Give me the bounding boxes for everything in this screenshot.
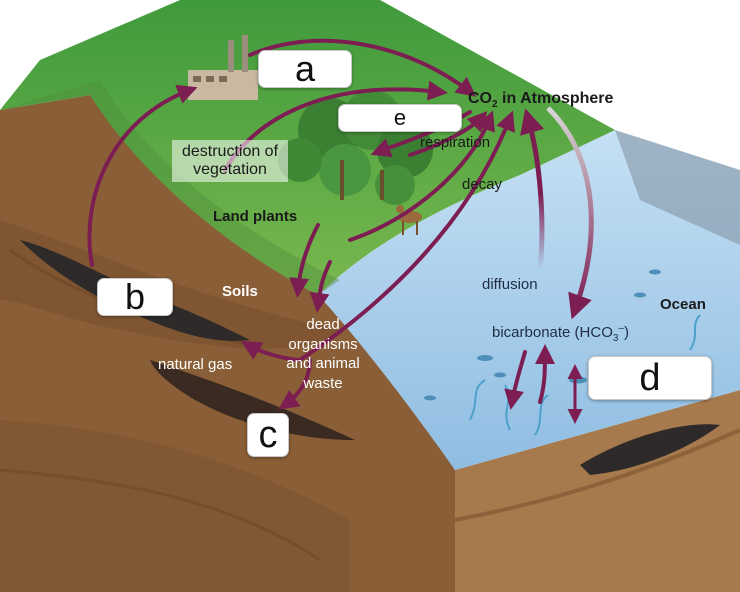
natural-gas-deposit (150, 360, 355, 440)
arrow-factory-to-co2 (248, 38, 477, 97)
ocean-label: Ocean (660, 296, 706, 313)
decay-label: decay (462, 176, 503, 193)
answer-box-e[interactable]: e (338, 104, 462, 132)
soils-label: Soils (222, 283, 258, 300)
arrow-dead-to-coal (241, 340, 300, 362)
arrow-diffusion (520, 108, 545, 271)
co2-atmosphere-label: CO2 in Atmosphere (468, 90, 614, 111)
bicarbonate-label: bicarbonate (HCO3–) (492, 323, 630, 344)
arrow-plants-to-soil (289, 223, 320, 298)
diffusion-label: diffusion (482, 276, 538, 293)
arrow-dead-to-gas (278, 358, 312, 410)
arrow-bicarb-down (504, 350, 527, 410)
destruction-of-vegetation-label: destruction of vegetation (172, 140, 288, 182)
respiration-label: respiration (420, 134, 491, 151)
answer-box-d[interactable]: d (588, 356, 712, 400)
arrow-coal-to-factory (87, 84, 198, 267)
dead-organisms-label: dead organisms and animal waste (286, 316, 360, 392)
answer-box-a[interactable]: a (258, 48, 352, 89)
natural-gas-label: natural gas (158, 356, 233, 373)
arrow-bicarb-up (534, 344, 555, 404)
arrow-dead-to-co2 (298, 110, 515, 362)
arrow-animal-to-soil (309, 260, 332, 313)
answer-box-b[interactable]: b (97, 276, 173, 317)
arrow-co2-to-ocean (546, 106, 594, 320)
arrow-decay (348, 110, 496, 242)
answer-box-c[interactable]: c (247, 413, 289, 457)
factory (188, 35, 258, 100)
land-plants-label: Land plants (213, 208, 298, 225)
oil-deposit-seafloor (580, 424, 720, 475)
